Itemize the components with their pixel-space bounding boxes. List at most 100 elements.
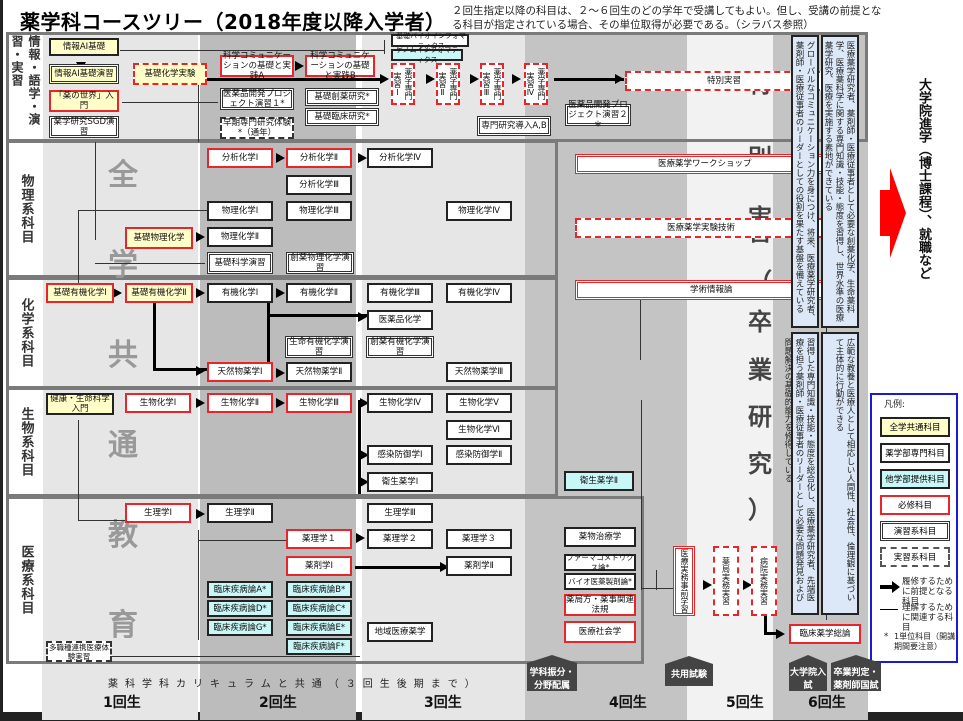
course-box[interactable]: 物理化学Ⅱ [207,227,273,247]
course-box[interactable]: バイオ医薬製剤論* [564,573,636,590]
course-box[interactable]: 生物化学Ⅰ [125,393,191,413]
course-box[interactable]: 情報AI基礎 [49,38,119,56]
course-box[interactable]: 基礎バイオインフォマティクス [391,32,469,50]
course-box[interactable]: 薬理学１ [286,529,352,549]
course-box[interactable]: 生物化学Ⅱ [207,393,273,413]
course-box[interactable]: 有機化学Ⅱ [286,283,352,303]
course-box[interactable]: 臨床疾病論D* [207,600,273,617]
course-box[interactable]: 健康・生命科学入門 [46,393,114,415]
course-box[interactable]: 有機化学Ⅰ [207,283,273,303]
arrow-right-icon [512,74,521,84]
course-box[interactable]: 病院実務実習 [751,546,777,616]
connector-line [78,520,134,521]
course-box[interactable]: 分析化学Ⅲ [286,175,352,195]
course-box[interactable]: 医薬品開発プロジェクト演習２＊ [565,100,631,130]
course-box[interactable]: 薬学専門実習Ⅳ [524,63,548,105]
course-box[interactable]: 基礎臨床研究* [305,108,379,126]
course-box[interactable]: 有機化学Ⅲ [367,283,433,303]
course-box[interactable]: 生物化学Ⅲ [286,393,352,413]
course-box[interactable]: 臨床薬学総論 [789,624,861,644]
course-box[interactable]: 基礎化学実験 [133,63,207,85]
goal-box: グローバルなコミュニケーション力を身につけ、将来、医療薬学研究者、薬剤師・医療従… [791,35,819,328]
goal-box: 広範な教養と医療人として相応しい人間性、社会性、倫理観に基づいて主体的に行動がで… [821,332,859,615]
course-box[interactable]: 薬剤学Ⅱ [446,556,512,576]
course-box[interactable]: 衛生薬学Ⅰ [367,472,433,492]
course-box[interactable]: 臨床疾病論B* [286,581,352,598]
course-box[interactable]: 専門研究導入A,B [477,116,551,136]
course-box[interactable]: 創薬有機化学演習 [366,336,434,358]
course-box[interactable]: 早期専門研究体験*（通年） [220,117,294,139]
special-practice-char: 究 [748,450,772,478]
course-box[interactable]: ファーマコメトリクス論* [564,553,636,572]
course-box[interactable]: 情報AI基礎演習 [49,64,119,84]
course-box[interactable]: 医療社会学 [564,621,636,643]
course-box[interactable]: 生理学Ⅱ [207,503,273,523]
course-box[interactable]: 基礎創薬研究* [305,88,379,106]
prereq-line [764,632,779,635]
course-box[interactable]: 臨床疾病論G* [207,619,273,636]
course-box[interactable]: 薬学専門実習Ⅱ [436,63,460,105]
course-box[interactable]: 医薬品開発プロジェクト演習１* [220,88,294,110]
arrow-right-icon [196,288,205,298]
course-box[interactable]: 薬局実務実習 [713,546,739,616]
course-box[interactable]: 「薬の世界」入門 [49,90,119,112]
course-box[interactable]: 薬局方・薬事関連法規 [564,594,636,616]
course-box[interactable]: 基礎科学演習 [207,252,273,274]
course-box[interactable]: 天然物薬学Ⅱ [286,362,352,382]
course-box[interactable]: 医療実務事前学習 [673,546,695,616]
connector-line [95,142,96,240]
course-box[interactable]: 天然物薬学Ⅲ [446,362,512,382]
legend-title: 凡例: [884,400,906,410]
course-box[interactable]: 地域医療薬学 [367,622,433,642]
course-box[interactable]: 感染防御学Ⅰ [367,445,433,465]
course-box[interactable]: 臨床疾病論A* [207,581,273,598]
course-box[interactable]: 物理化学Ⅳ [446,201,512,221]
course-box[interactable]: 創薬物理化学演習 [286,252,354,274]
course-box[interactable]: 薬学研究SGD演習 [49,116,119,138]
course-box[interactable]: 天然物薬学Ⅰ [207,362,273,382]
header-note: ２回生指定以降の科目は、２～６回生のどの学年で受講してもよい。但し、受講の前提と… [452,5,882,31]
course-box[interactable]: 生命有機化学演習 [285,336,353,358]
course-box[interactable]: 薬学専門実習Ⅰ [391,63,415,105]
course-box[interactable]: 医療薬学実験技術 [575,218,841,238]
course-box[interactable]: 基礎有機化学Ⅰ [46,283,114,303]
row-label-physics: 物理系科目 [9,143,43,275]
special-practice-char: 卒 [748,308,772,336]
year-label: 4回生 [609,695,647,711]
course-box[interactable]: 薬学専門実習Ⅲ [480,63,504,105]
course-box[interactable]: 薬剤学Ⅰ [286,556,352,576]
course-box[interactable]: 薬理学２ [367,529,433,549]
course-box[interactable]: 有機化学Ⅳ [446,283,512,303]
common-edu-char: 育 [108,608,138,643]
course-box[interactable]: 生理学Ⅰ [125,503,191,523]
course-box[interactable]: 感染防御学Ⅱ [446,445,512,465]
course-box[interactable]: 薬理学３ [446,529,512,549]
course-box[interactable]: 基礎物理化学 [125,227,193,249]
course-box[interactable]: 臨床疾病論F* [286,638,352,655]
course-box[interactable]: 分析化学Ⅱ [286,148,352,168]
course-box[interactable]: 生物化学Ⅴ [446,393,512,413]
course-box[interactable]: 臨床疾病論C* [286,600,352,617]
legend-asterisk-label: 1単位科目（開講期間要注意） [894,632,956,651]
course-box[interactable]: ゲノムインフォマティクス [391,46,463,64]
course-box[interactable]: 基礎有機化学Ⅱ [125,283,193,303]
course-box[interactable]: 多職種連携医療体験実習 [46,641,112,662]
course-box[interactable]: 生物化学Ⅵ [446,420,512,440]
course-box[interactable]: 科学コミュニケーションの基礎と実践A [220,51,294,81]
arrow-right-icon [276,398,285,408]
course-box[interactable]: 科学コミュニケーションの基礎と実践B [305,51,375,81]
course-box[interactable]: 生物化学Ⅳ [367,393,433,413]
course-box[interactable]: 薬物治療学 [564,527,636,547]
course-box[interactable]: 医薬品化学 [367,310,433,330]
connector-line [198,530,199,640]
course-box[interactable]: 分析化学Ⅰ [207,148,273,168]
course-box[interactable]: 特別実習 [625,71,830,91]
arrow-right-icon [276,288,285,298]
course-box[interactable]: 生理学Ⅲ [367,503,433,523]
course-box[interactable]: 衛生薬学Ⅱ [564,471,634,491]
course-box[interactable]: 臨床疾病論E* [286,619,352,636]
course-box[interactable]: 物理化学Ⅰ [207,201,273,221]
arrow-right-icon [615,74,624,84]
course-box[interactable]: 物理化学Ⅲ [286,201,352,221]
course-box[interactable]: 分析化学Ⅳ [367,148,433,168]
